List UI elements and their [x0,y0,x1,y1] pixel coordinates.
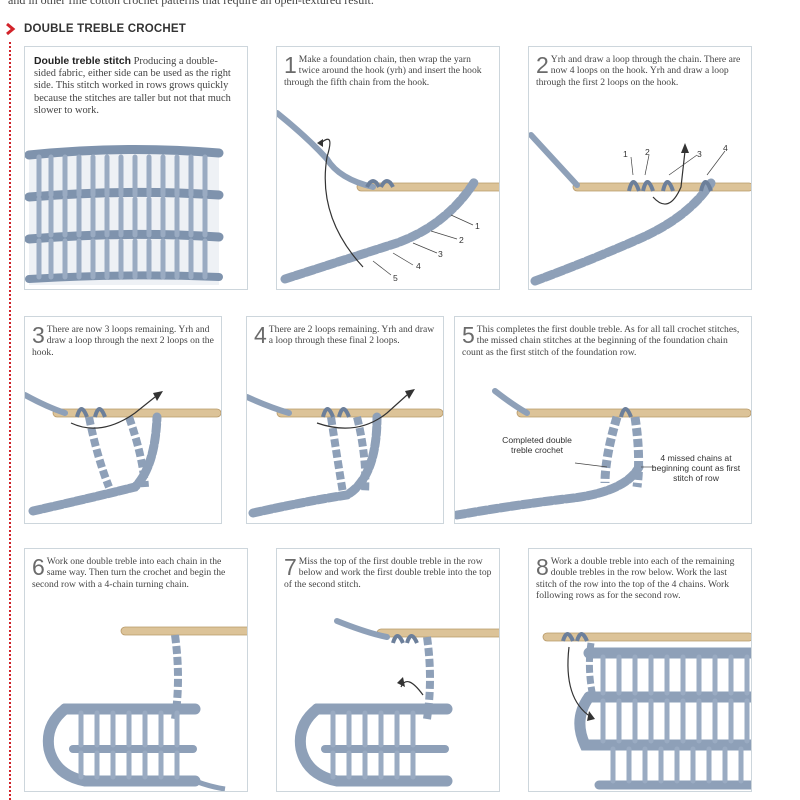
crochet-hook [120,626,247,636]
step-2-label-1: 1 [623,149,628,159]
step-7-instruction: Miss the top of the first double treble … [284,556,492,590]
step-5-text: 5 This completes the first double treble… [462,324,745,358]
step-2-instruction: Yrh and draw a loop through the chain. T… [536,54,741,88]
crochet-hook [542,632,751,642]
step-number-3: 3 [32,322,45,348]
dotted-margin-line [9,42,11,800]
working-yarn [25,392,68,416]
foundation-chain [530,178,716,286]
step-2-label-4: 4 [723,143,728,153]
fabric-swatch-illustration [25,144,224,285]
foundation-chain [248,412,382,518]
swatch-fabric [25,144,224,285]
step-8-illustration [542,632,751,790]
cut-off-top-text: and in other fine cotton crochet pattern… [8,0,374,7]
step-1-label-1: 1 [475,221,480,231]
step-number-8: 8 [536,554,549,580]
step-2-text: 2 Yrh and draw a loop through the chain.… [536,54,745,88]
step-7-illustration [294,618,499,787]
section-heading: DOUBLE TREBLE CROCHET [4,22,186,36]
step-panel-1: 1 2 3 4 5 1 Make a foundation chain, the… [276,46,500,290]
intro-body: Producing a double-sided fabric, either … [34,56,231,116]
completed-leader [574,462,608,468]
intro-panel: Double treble stitch Producing a double-… [24,46,248,290]
yarn-tail [194,778,226,791]
step-2-label-3: 3 [697,149,702,159]
step-4-illustration [247,389,443,518]
step-2-label-2: 2 [645,147,650,157]
step-number-4: 4 [254,322,267,348]
step-3-illustration [25,391,221,516]
stitch-post [327,416,370,494]
draw-through-arrow [70,396,156,429]
foundation-chain [28,412,162,516]
draw-through-arrow [316,394,408,429]
step-number-7: 7 [284,554,297,580]
step-1-instruction: Make a foundation chain, then wrap the y… [284,54,482,88]
foundation-chain [280,176,480,284]
step-panel-5: Completed double treble crochet 4 missed… [454,316,752,524]
step-3-instruction: There are now 3 loops remaining. Yrh and… [32,324,214,358]
step-1-label-4: 4 [416,261,421,271]
working-yarn [247,394,292,416]
step-panel-7: 7 Miss the top of the first double trebl… [276,548,500,792]
section-title: DOUBLE TREBLE CROCHET [24,23,187,35]
step-1-illustration: 1 2 3 4 5 [277,110,499,284]
step-1-text: 1 Make a foundation chain, then wrap the… [284,54,493,88]
turning-chain [585,642,597,698]
insert-arrow [320,138,364,268]
completed-label: Completed double treble crochet [502,435,572,455]
row-fabric [294,703,453,787]
step-number-5: 5 [462,322,475,348]
step-number-2: 2 [536,52,549,78]
step-2-illustration: 1 2 3 4 [529,132,751,286]
step-1-label-2: 2 [459,235,464,245]
step-panel-3: 3 There are now 3 loops remaining. Yrh a… [24,316,222,524]
step-3-text: 3 There are now 3 loops remaining. Yrh a… [32,324,215,358]
step-1-label-3: 3 [438,249,443,259]
missed-chains-label: 4 missed chains at beginning count as fi… [651,453,741,483]
foundation-chain [455,462,644,520]
working-yarn [529,132,580,188]
completed-stitch [600,415,644,488]
step-6-instruction: Work one double treble into each chain i… [32,556,226,590]
step-5-illustration [455,388,751,520]
step-panel-4: 4 There are 2 loops remaining. Yrh and d… [246,316,444,524]
step-number-6: 6 [32,554,45,580]
chevron-right-icon [6,22,16,36]
step-1-leader-lines [372,214,474,276]
row-fabric [42,703,201,787]
step-2-leader-lines [630,150,726,176]
step-panel-6: 6 Work one double treble into each chain… [24,548,248,792]
step-1-label-5: 5 [393,273,398,283]
working-yarn [492,388,530,416]
step-7-text: 7 Miss the top of the first double trebl… [284,556,493,590]
intro-title: Double treble stitch [34,56,131,67]
step-5-instruction: This completes the first double treble. … [462,324,740,358]
intro-text: Double treble stitch Producing a double-… [34,56,237,117]
fabric-rows [574,647,751,790]
step-4-text: 4 There are 2 loops remaining. Yrh and d… [254,324,437,347]
draw-through-arrow [652,150,686,205]
crochet-hook [516,408,751,418]
crochet-hook [276,408,443,418]
step-panel-8: 8 Work a double treble into each of the … [528,548,752,792]
insert-arrow [567,646,592,718]
step-8-text: 8 Work a double treble into each of the … [536,556,745,602]
step-panel-2: 1 2 3 4 2 Yrh and draw a loop through th… [528,46,752,290]
working-yarn [334,618,390,640]
step-6-illustration [42,626,247,791]
step-6-text: 6 Work one double treble into each chain… [32,556,241,590]
step-4-instruction: There are 2 loops remaining. Yrh and dra… [268,324,435,347]
step-8-instruction: Work a double treble into each of the re… [536,556,735,602]
step-number-1: 1 [284,52,297,78]
